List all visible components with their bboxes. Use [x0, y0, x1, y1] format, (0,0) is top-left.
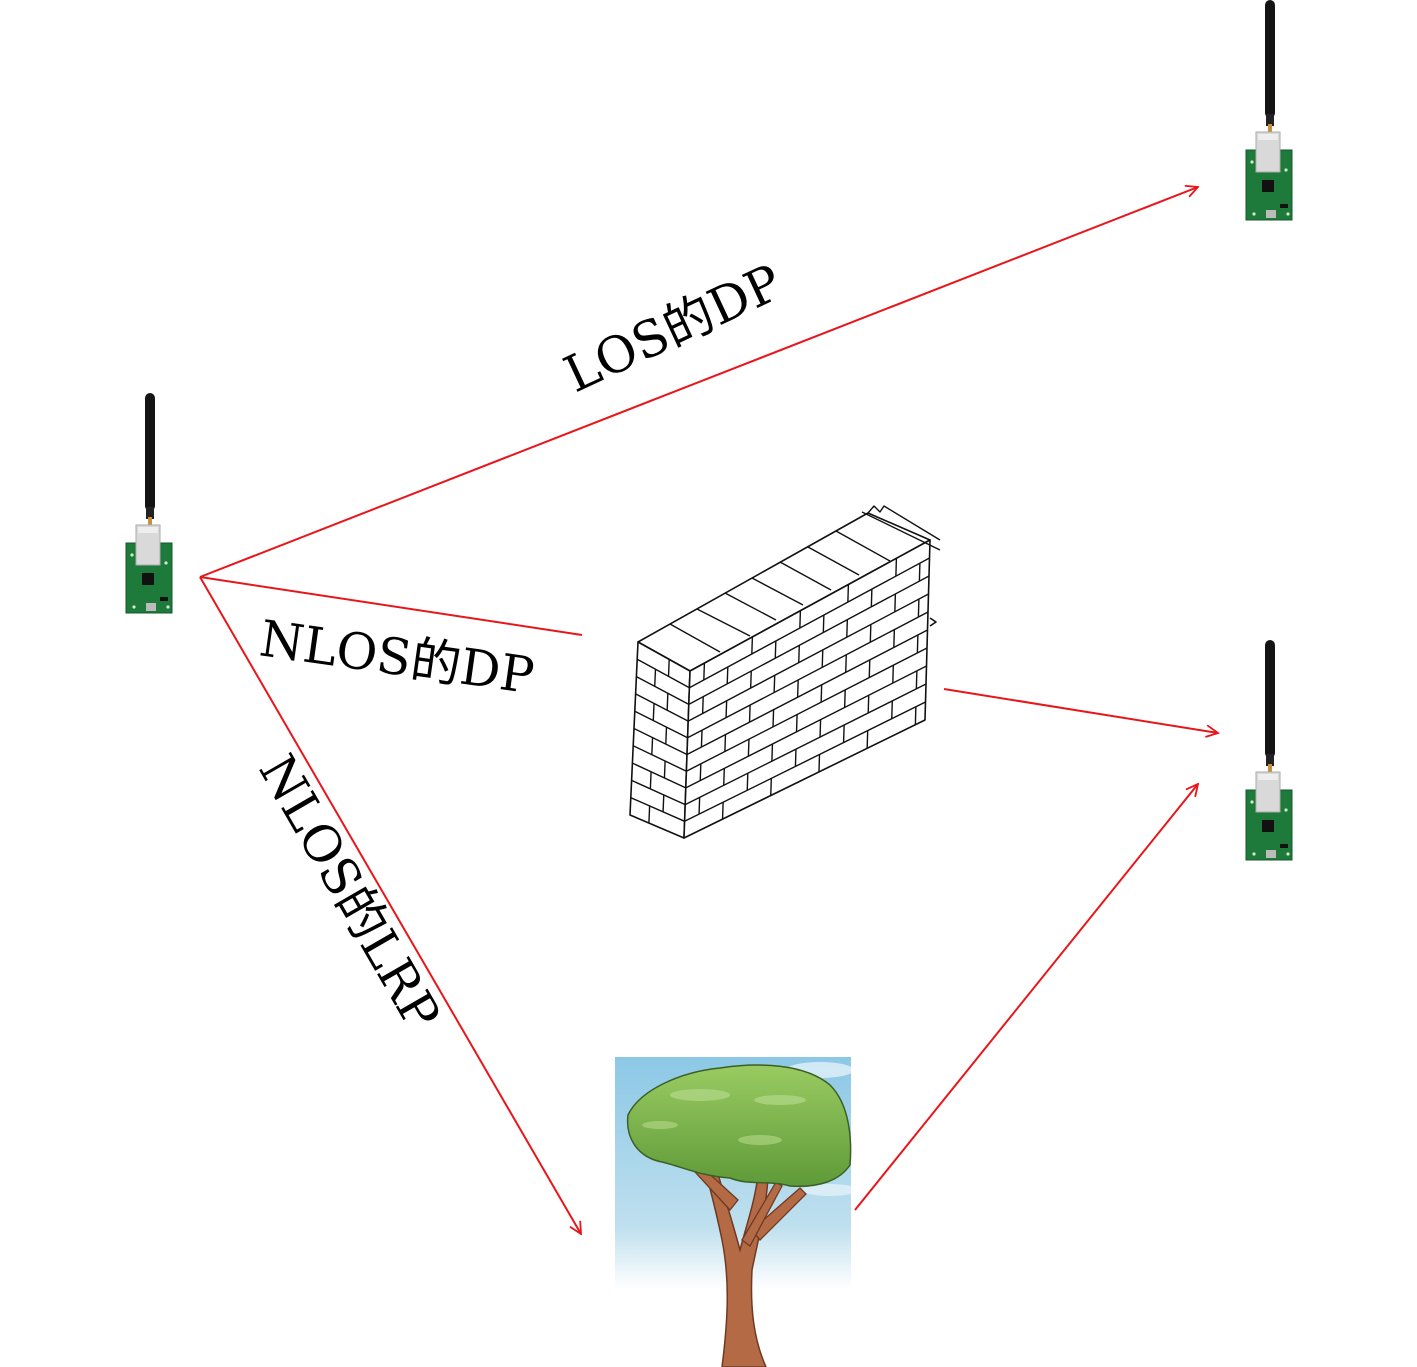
brick-joint-line [747, 739, 750, 757]
brick-joint-line [666, 693, 669, 711]
wireless-board-icon [125, 392, 173, 614]
transmitter-node [125, 392, 173, 614]
brick-joint-line [917, 599, 920, 618]
brick-joint-line [699, 763, 702, 781]
los-dp-label: LOS的DP [556, 253, 791, 404]
brick-joint-line [846, 619, 849, 638]
brick-joint-line [870, 589, 873, 607]
brick-course-line [632, 762, 687, 789]
nlos-lrp-label: NLOS的LRP [248, 745, 452, 1040]
receiver-node-2 [1245, 639, 1293, 861]
nlos-dp-path-out [943, 688, 1218, 733]
brick-joint-line [794, 749, 797, 767]
wireless-board-icon [1245, 639, 1293, 861]
wireless-board-icon [1245, 0, 1293, 221]
brick-course-line [634, 710, 688, 739]
brick-joint-line [843, 689, 846, 708]
brick-joint-line [842, 724, 845, 743]
brick-joint-line [894, 593, 897, 612]
los-dp-path [199, 187, 1198, 578]
brick-joint-line [895, 558, 898, 577]
brick-course-line [633, 727, 688, 756]
brick-joint-line [795, 714, 798, 732]
brick-joint-line [915, 670, 918, 689]
brick-joint-line [721, 802, 724, 820]
brick-joint-line [773, 675, 776, 693]
brick-joint-line [867, 695, 870, 713]
brick-joint-line [725, 700, 728, 718]
brick-course-line [635, 693, 689, 722]
brick-joint-line [869, 624, 872, 643]
brick-joint-line [799, 610, 802, 629]
brick-joint-line [701, 696, 704, 714]
brick-joint-line [819, 719, 822, 738]
nlos-lrp-path-out [854, 784, 1198, 1211]
brick-course-line [631, 779, 686, 806]
brick-wall-icon [629, 505, 941, 839]
brick-joint-line [771, 743, 774, 762]
brick-course-line [636, 675, 690, 706]
brick-joint-line [818, 754, 821, 772]
brick-joint-line [749, 670, 752, 689]
brick-course-line [685, 665, 927, 789]
brick-joint-line [893, 629, 896, 648]
brick-joint-line [703, 663, 706, 680]
brick-joint-line [654, 669, 657, 687]
brick-joint-line [746, 773, 749, 791]
brick-joint-line [918, 563, 921, 582]
brick-joint-line [866, 730, 869, 749]
brick-joint-line [667, 659, 670, 677]
brick-joint-line [798, 645, 800, 663]
brick-joint-line [914, 706, 917, 725]
tree-icon [615, 1057, 858, 1367]
brick-joint-line [748, 705, 751, 723]
brick-joint-line [751, 636, 754, 655]
brick-joint-line [916, 634, 919, 653]
brick-course-line [684, 683, 927, 806]
brick-joint-line [724, 734, 727, 752]
brick-joint-line [663, 761, 666, 779]
brick-joint-line [845, 654, 847, 673]
signal-paths [199, 187, 1218, 1234]
brick-course-line [686, 629, 928, 756]
brick-joint-line [652, 703, 655, 721]
nlos-dp-path-in [199, 576, 583, 636]
brick-course-line [630, 797, 685, 822]
brick-joint-line [891, 700, 893, 719]
brick-course-line [686, 647, 928, 772]
brick-joint-line [847, 584, 850, 603]
brick-joint-line [662, 794, 665, 812]
brick-joint-line [665, 727, 668, 745]
brick-joint-line [774, 640, 777, 659]
nlos-lrp-path-in [199, 576, 581, 1234]
brick-course-line [684, 701, 926, 822]
brick-joint-line [648, 805, 651, 824]
nlos-dp-label: NLOS的DP [256, 609, 537, 705]
brick-joint-line [820, 684, 823, 703]
brick-course-line [689, 557, 930, 689]
brick-joint-line [649, 771, 652, 789]
brick-joint-line [772, 709, 775, 727]
brick-joint-line [822, 615, 825, 633]
brick-joint-line [796, 679, 799, 698]
brick-joint-line [651, 737, 654, 755]
brick-joint-line [770, 778, 773, 796]
brick-course-line [636, 658, 690, 689]
brick-joint-line [868, 659, 871, 678]
brick-joint-line [698, 797, 701, 815]
brick-joint-line [700, 730, 703, 748]
brick-joint-line [892, 665, 895, 684]
brick-course-line [687, 593, 929, 722]
brick-course-line [632, 745, 687, 772]
brick-courses [630, 557, 930, 824]
brick-joint-line [726, 666, 729, 684]
brick-joint-line [723, 768, 726, 786]
receiver-node-1 [1245, 0, 1293, 221]
brick-course-line [687, 611, 929, 739]
brick-course-line [688, 575, 930, 706]
brick-joint-line [821, 649, 824, 668]
